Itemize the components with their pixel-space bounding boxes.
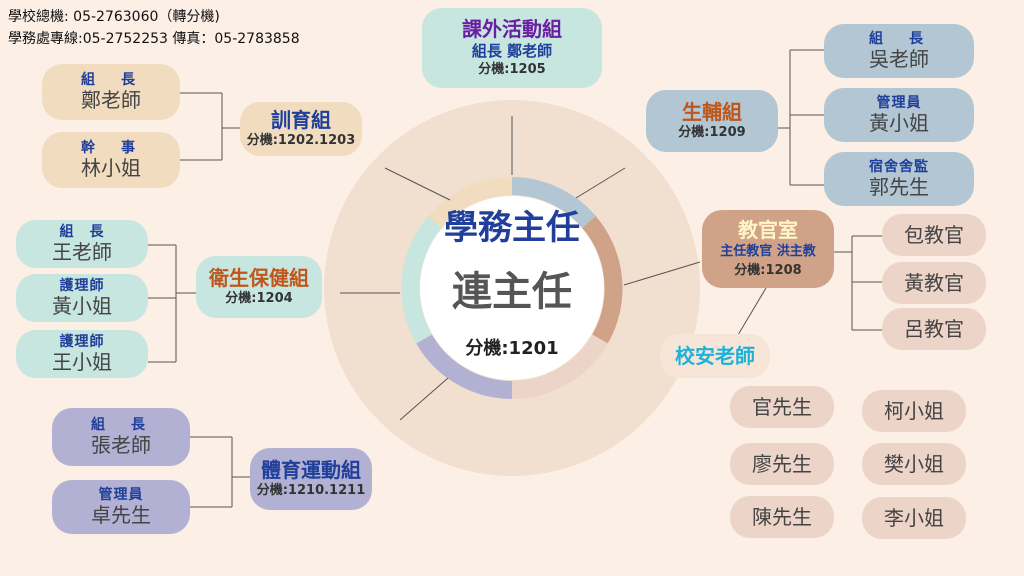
guidance-member-box: 宿舍舍監 郭先生 — [824, 152, 974, 206]
sports-member-box: 組 長 張老師 — [52, 408, 190, 466]
staff-name: 廖先生 — [752, 452, 812, 476]
officer-name: 呂教官 — [904, 317, 964, 341]
member-role: 宿舍舍監 — [869, 159, 929, 175]
safety-staff-box: 陳先生 — [730, 496, 834, 538]
officer-box: 呂教官 — [882, 308, 986, 350]
sports-member-box: 管理員 卓先生 — [52, 480, 190, 534]
sports-title: 體育運動組 — [261, 458, 361, 482]
member-role: 管理員 — [98, 487, 144, 503]
extracurricular-ext: 分機:1205 — [478, 62, 546, 77]
health-member-box: 護理師 王小姐 — [16, 330, 148, 378]
officer-name: 包教官 — [904, 223, 964, 247]
segment-sports — [416, 334, 513, 399]
member-name: 張老師 — [91, 433, 151, 457]
school-phone: 學校總機: 05-2763060（轉分機) — [8, 9, 220, 25]
safety-staff-box: 官先生 — [730, 386, 834, 428]
staff-name: 陳先生 — [752, 505, 812, 529]
health-ext: 分機:1204 — [225, 291, 293, 306]
director-role: 學務主任 — [444, 208, 580, 248]
safety-staff-box: 李小姐 — [862, 497, 966, 539]
segment-health — [401, 216, 442, 344]
staff-name: 官先生 — [752, 395, 812, 419]
extracurricular-box: 課外活動組 組長 鄭老師 分機:1205 — [422, 8, 602, 88]
member-name: 王老師 — [52, 240, 112, 264]
staff-name: 樊小姐 — [884, 452, 944, 476]
discipline-member-box: 幹 事 林小姐 — [42, 132, 180, 188]
safety-staff-box: 樊小姐 — [862, 443, 966, 485]
discipline-box: 訓育組 分機:1202.1203 — [240, 102, 362, 156]
safety-title: 校安老師 — [675, 344, 755, 368]
member-role: 組 長 — [81, 72, 141, 88]
health-member-box: 護理師 黃小姐 — [16, 274, 148, 322]
member-name: 林小姐 — [81, 156, 141, 180]
member-name: 吳老師 — [869, 47, 929, 71]
member-name: 黃小姐 — [869, 111, 929, 135]
inner-circle — [420, 196, 604, 380]
discipline-ext: 分機:1202.1203 — [246, 133, 356, 148]
safety-box: 校安老師 — [660, 334, 770, 378]
director-name: 連主任 — [452, 269, 572, 315]
discipline-member-box: 組 長 鄭老師 — [42, 64, 180, 120]
member-name: 卓先生 — [91, 503, 151, 527]
member-role: 組 長 — [869, 31, 929, 47]
member-name: 鄭老師 — [81, 88, 141, 112]
segment-discipline — [428, 177, 513, 229]
health-member-box: 組 長 王老師 — [16, 220, 148, 268]
member-name: 郭先生 — [869, 175, 929, 199]
military-box: 教官室 主任教官 洪主教 分機:1208 — [702, 210, 834, 288]
guidance-ext: 分機:1209 — [678, 125, 746, 140]
member-role: 幹 事 — [81, 140, 141, 156]
extracurricular-title: 課外活動組 — [462, 17, 562, 41]
guidance-member-box: 管理員 黃小姐 — [824, 88, 974, 142]
sports-box: 體育運動組 分機:1210.1211 — [250, 448, 372, 510]
officer-box: 黃教官 — [882, 262, 986, 304]
military-leader: 主任教官 洪主教 — [720, 244, 816, 259]
member-role: 組 長 — [91, 417, 151, 433]
health-title: 衛生保健組 — [209, 266, 309, 290]
staff-name: 柯小姐 — [884, 399, 944, 423]
military-ext: 分機:1208 — [734, 263, 802, 278]
guidance-member-box: 組 長 吳老師 — [824, 24, 974, 78]
military-title: 教官室 — [738, 218, 798, 242]
officer-box: 包教官 — [882, 214, 986, 256]
guidance-box: 生輔組 分機:1209 — [646, 90, 778, 152]
office-phone-fax: 學務處專線:05-2752253 傳真：05-2783858 — [8, 31, 300, 47]
discipline-title: 訓育組 — [271, 108, 331, 132]
segment-guidance — [511, 177, 596, 229]
staff-name: 李小姐 — [884, 506, 944, 530]
safety-staff-box: 柯小姐 — [862, 390, 966, 432]
member-role: 組 長 — [59, 224, 105, 240]
member-name: 王小姐 — [52, 350, 112, 374]
health-box: 衛生保健組 分機:1204 — [196, 256, 322, 318]
guidance-title: 生輔組 — [682, 100, 742, 124]
sports-ext: 分機:1210.1211 — [256, 483, 366, 498]
segment-military — [582, 216, 623, 344]
member-name: 黃小姐 — [52, 294, 112, 318]
officer-name: 黃教官 — [904, 271, 964, 295]
member-role: 護理師 — [59, 334, 105, 350]
segment-safety — [511, 334, 608, 399]
member-role: 管理員 — [876, 95, 922, 111]
extracurricular-leader: 組長 鄭老師 — [471, 42, 553, 60]
director-ext: 分機:1201 — [465, 338, 559, 359]
member-role: 護理師 — [59, 278, 105, 294]
safety-staff-box: 廖先生 — [730, 443, 834, 485]
